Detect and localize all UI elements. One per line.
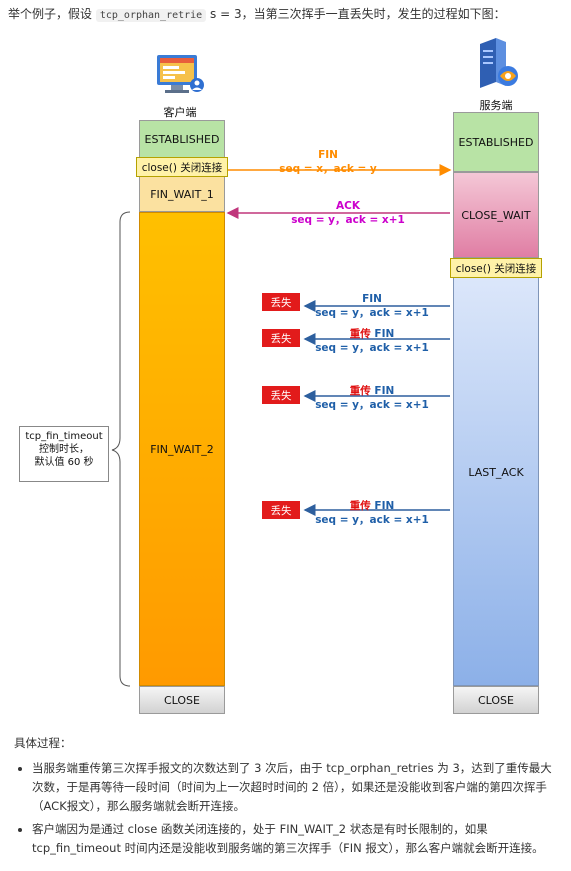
process-description: 具体过程： 当服务端重传第三次挥手报文的次数达到了 3 次后，由于 tcp_or…	[14, 734, 559, 862]
intro-suffix: s = 3，当第三次挥手一直丢失时，发生的过程如下图：	[210, 7, 506, 21]
client-closed-state: CLOSE	[139, 686, 225, 714]
msg-fin-retrans-3: 重传 FIN seq = y，ack = x+1	[315, 500, 429, 526]
client-established-state: ESTABLISHED	[139, 120, 225, 158]
lost-badge: 丢失	[262, 293, 300, 311]
server-icon	[470, 36, 522, 92]
process-heading: 具体过程：	[14, 736, 72, 750]
tcp-close-diagram: 客户端 服务端 ESTABLISHED FIN_WAIT_1 FIN_WAIT_…	[0, 36, 571, 726]
msg-fin-lost-1: FIN seq = y，ack = x+1	[315, 293, 429, 319]
server-closed-state: CLOSE	[453, 686, 539, 714]
server-close-call: close() 关闭连接	[450, 258, 542, 278]
list-item: 客户端因为是通过 close 函数关闭连接的，处于 FIN_WAIT_2 状态是…	[32, 820, 559, 858]
client-fin-wait-2-state: FIN_WAIT_2	[139, 212, 225, 686]
timeout-brace	[111, 211, 131, 687]
message-arrows	[111, 164, 452, 687]
process-list: 当服务端重传第三次挥手报文的次数达到了 3 次后，由于 tcp_orphan_r…	[14, 759, 559, 858]
msg-fin-retrans-1: 重传 FIN seq = y，ack = x+1	[315, 328, 429, 354]
msg-ack: ACK seq = y，ack = x+1	[291, 200, 405, 226]
client-label: 客户端	[163, 106, 197, 119]
server-close-wait-state: CLOSE_WAIT	[453, 172, 539, 258]
msg-fin-retrans-2: 重传 FIN seq = y，ack = x+1	[315, 385, 429, 411]
lost-badge: 丢失	[262, 501, 300, 519]
intro-prefix: 举个例子，假设	[8, 7, 93, 21]
server-last-ack-state: LAST_ACK	[453, 258, 539, 686]
tcp-fin-timeout-note: tcp_fin_timeout 控制时长， 默认值 60 秒	[19, 426, 109, 482]
lost-badge: 丢失	[262, 386, 300, 404]
server-established-state: ESTABLISHED	[453, 112, 539, 172]
list-item: 当服务端重传第三次挥手报文的次数达到了 3 次后，由于 tcp_orphan_r…	[32, 759, 559, 816]
client-computer-icon	[153, 49, 207, 97]
inline-code: tcp_orphan_retrie	[95, 9, 207, 22]
lost-badge: 丢失	[262, 329, 300, 347]
intro-text: 举个例子，假设 tcp_orphan_retrie s = 3，当第三次挥手一直…	[8, 6, 506, 24]
client-close-call: close() 关闭连接	[136, 157, 228, 177]
msg-fin-1: FIN seq = x，ack = y	[279, 149, 377, 175]
server-label: 服务端	[479, 99, 513, 112]
